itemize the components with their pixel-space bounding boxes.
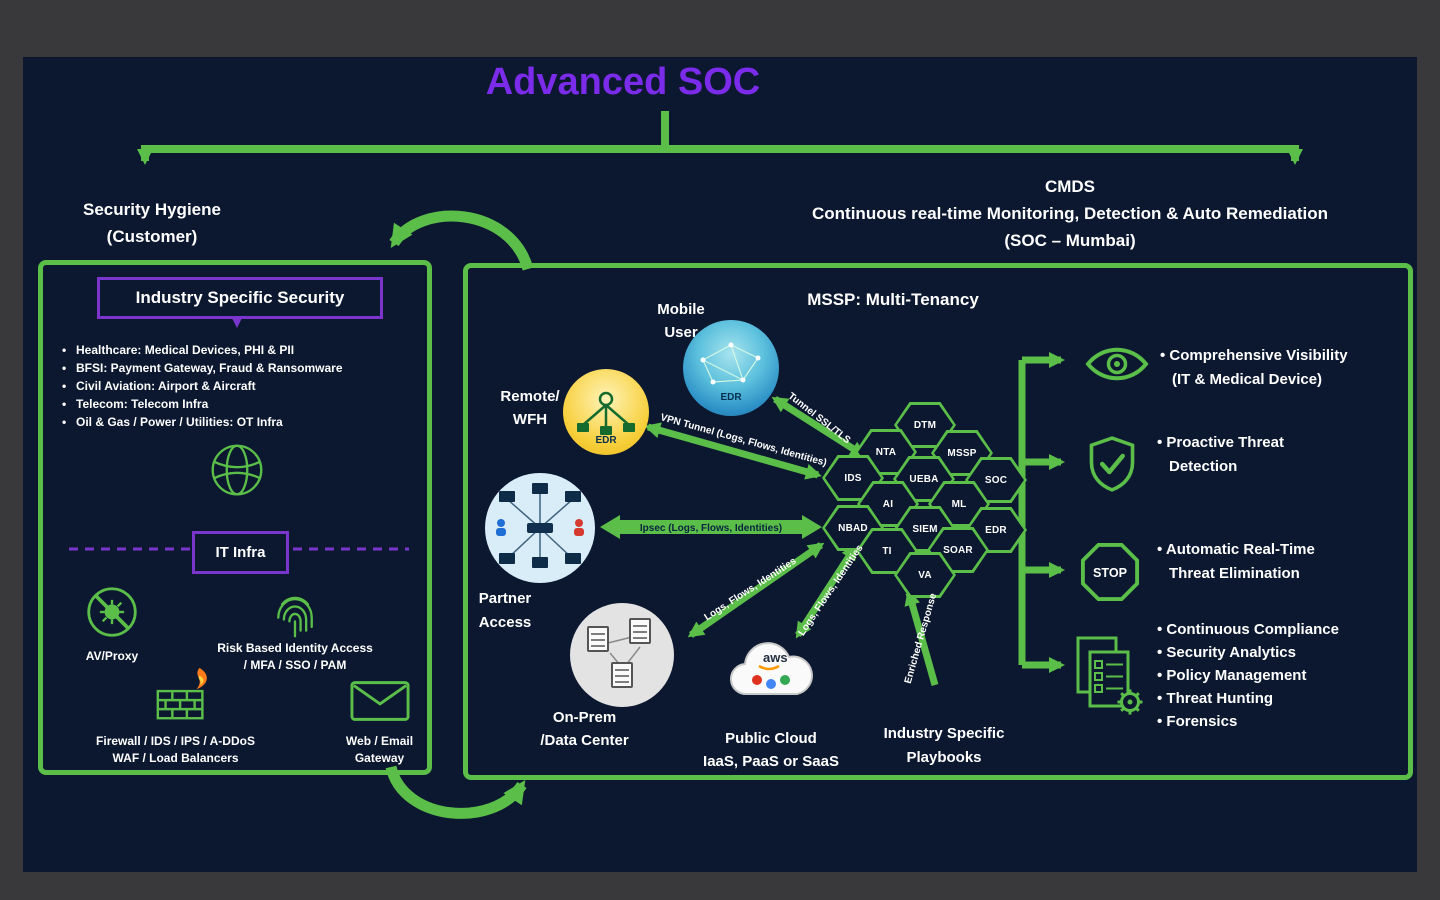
firewall-icon xyxy=(156,667,207,720)
cloud-label-line2: IaaS, PaaS or SaaS xyxy=(703,753,839,770)
mobile-edr-badge: EDR xyxy=(720,392,742,403)
outcome-visibility-line1: • Comprehensive Visibility xyxy=(1160,347,1348,364)
mobile-globe-network-icon xyxy=(700,342,761,385)
industry-bullet-list: Healthcare: Medical Devices, PHI & PII B… xyxy=(59,341,424,431)
stop-text: STOP xyxy=(1093,566,1127,580)
visibility-eye-icon xyxy=(1085,347,1149,381)
remote-wfh-node: EDR xyxy=(563,369,649,455)
outcome-visibility-line2: (IT & Medical Device) xyxy=(1172,371,1323,388)
compliance-item: • Threat Hunting xyxy=(1157,690,1274,707)
av-proxy-icon xyxy=(87,587,137,637)
remote-network-icon xyxy=(577,391,635,435)
it-infra-label: IT Infra xyxy=(215,544,266,561)
right-heading-line1: CMDS xyxy=(1044,177,1096,196)
left-heading-line1: Security Hygiene xyxy=(83,200,221,219)
mssp-title: MSSP: Multi-Tenancy xyxy=(807,290,979,309)
industry-bullet: BFSI: Payment Gateway, Fraud & Ransomwar… xyxy=(59,359,424,377)
outcome-elimination: • Automatic Real-Time Threat Elimination xyxy=(1157,538,1392,586)
compliance-item: • Policy Management xyxy=(1157,667,1307,684)
left-heading-line2: (Customer) xyxy=(106,227,198,246)
identity-label-line1: Risk Based Identity Access xyxy=(217,641,373,655)
public-cloud-label: Public Cloud IaaS, PaaS or SaaS xyxy=(691,727,851,773)
playbooks-label: Industry Specific Playbooks xyxy=(864,722,1024,770)
outcome-proactive: • Proactive Threat Detection xyxy=(1157,431,1387,479)
av-proxy-label: AV/Proxy xyxy=(85,649,139,663)
onprem-label: On-Prem /Data Center xyxy=(522,706,647,752)
it-infra-box: IT Infra xyxy=(192,531,289,574)
security-hygiene-panel xyxy=(38,260,432,775)
partner-access-node xyxy=(485,473,595,583)
identity-label-line2: / MFA / SSO / PAM xyxy=(243,658,347,672)
partner-label-line1: Partner xyxy=(478,590,532,607)
stop-sign-icon: STOP xyxy=(1080,542,1140,602)
industry-specific-security-box: Industry Specific Security xyxy=(97,277,383,319)
remote-label-line2: WFH xyxy=(512,411,548,428)
industry-bullet: Civil Aviation: Airport & Aircraft xyxy=(59,377,424,395)
onprem-node xyxy=(570,603,674,707)
datacenter-icon xyxy=(587,618,651,688)
outcome-proactive-line1: • Proactive Threat xyxy=(1157,434,1284,451)
remote-label-line1: Remote/ xyxy=(500,388,560,405)
fingerprint-icon xyxy=(277,596,313,638)
right-heading-line3: (SOC – Mumbai) xyxy=(1004,231,1136,250)
compliance-item: • Forensics xyxy=(1157,713,1238,730)
page-title: Advanced SOC xyxy=(485,61,761,103)
remote-wfh-label: Remote/ WFH xyxy=(475,385,585,431)
outcome-compliance-list: • Continuous Compliance • Security Analy… xyxy=(1157,618,1402,733)
shield-check-icon xyxy=(1089,436,1135,492)
firewall-label: Firewall / IDS / IPS / A-DDoS WAF / Load… xyxy=(73,733,278,767)
outcome-elimination-line1: • Automatic Real-Time xyxy=(1157,541,1315,558)
cloud-label-line1: Public Cloud xyxy=(725,730,817,747)
gateway-label-line2: Gateway xyxy=(354,751,405,765)
industry-bullet: Telecom: Telecom Infra xyxy=(59,395,424,413)
diagram-canvas: Advanced SOC xyxy=(23,57,1417,872)
partner-label-line2: Access xyxy=(478,614,532,631)
firewall-label-line2: WAF / Load Balancers xyxy=(112,751,239,765)
outcome-proactive-line2: Detection xyxy=(1169,458,1238,475)
cmds-panel xyxy=(463,263,1413,780)
remote-edr-badge: EDR xyxy=(595,435,617,446)
left-branch-heading: Security Hygiene (Customer) xyxy=(37,196,267,250)
globe-icon xyxy=(211,444,263,496)
mobile-user-label: Mobile User xyxy=(631,298,731,344)
identity-access-label: Risk Based Identity Access / MFA / SSO /… xyxy=(205,640,385,674)
aws-logo-text: aws xyxy=(763,650,788,665)
compliance-item: • Continuous Compliance xyxy=(1157,621,1339,638)
mobile-label-line1: Mobile xyxy=(657,301,705,318)
gateway-label-line1: Web / Email xyxy=(345,734,414,748)
outcome-visibility: • Comprehensive Visibility (IT & Medical… xyxy=(1160,344,1405,392)
playbooks-label-line1: Industry Specific xyxy=(883,725,1005,742)
right-branch-heading: CMDS Continuous real-time Monitoring, De… xyxy=(770,173,1370,254)
industry-bullet: Oil & Gas / Power / Utilities: OT Infra xyxy=(59,413,424,431)
partner-access-label: Partner Access xyxy=(455,587,555,635)
industry-box-title: Industry Specific Security xyxy=(135,288,345,307)
email-gateway-label: Web / Email Gateway xyxy=(317,733,442,767)
firewall-label-line1: Firewall / IDS / IPS / A-DDoS xyxy=(96,734,255,748)
mobile-label-line2: User xyxy=(664,324,698,341)
onprem-label-line2: /Data Center xyxy=(540,732,629,749)
industry-bullet: Healthcare: Medical Devices, PHI & PII xyxy=(59,341,424,359)
partner-network-icon xyxy=(496,483,584,568)
right-heading-line2: Continuous real-time Monitoring, Detecti… xyxy=(812,204,1328,223)
playbooks-label-line2: Playbooks xyxy=(906,749,982,766)
outcome-elimination-line2: Threat Elimination xyxy=(1169,565,1300,582)
email-gateway-icon xyxy=(350,681,410,721)
public-cloud-icon: aws xyxy=(729,642,813,696)
compliance-checklist-icon xyxy=(1076,636,1143,715)
onprem-label-line1: On-Prem xyxy=(552,709,617,726)
mobile-user-node: EDR xyxy=(683,320,779,416)
compliance-item: • Security Analytics xyxy=(1157,644,1296,661)
